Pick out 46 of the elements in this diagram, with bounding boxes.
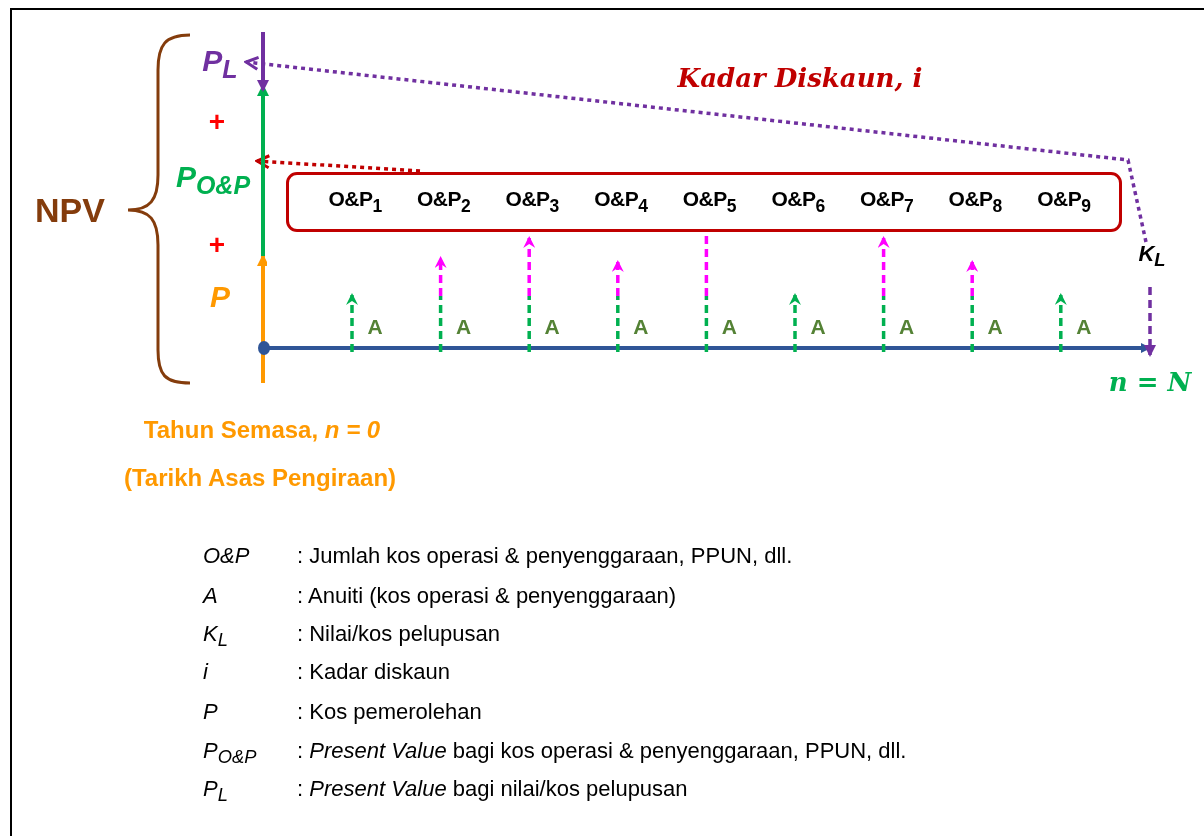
annuity-label: A	[633, 315, 649, 337]
definition-text: : Anuiti (kos operasi & penyenggaraan)	[297, 585, 677, 607]
symbol-text: i	[203, 661, 208, 683]
definition-text: : Present Value bagi kos operasi & penyenggaraan, PPUN, dll.	[297, 740, 907, 762]
annuity-label: A	[367, 315, 383, 337]
cost-text: O&P$_{6}$	[771, 187, 825, 217]
cost-text: O&P$_{7}$	[859, 187, 914, 217]
cost-text: O&P$_{5}$	[682, 187, 736, 217]
rate-label: Kadar Diskaun, i	[677, 65, 923, 91]
annuity-label: A	[456, 315, 472, 337]
annuity-label: A	[810, 315, 826, 337]
cost-text: O&P$_{3}$	[505, 187, 559, 217]
plus-sign: +	[208, 108, 226, 136]
symbol-text: A	[203, 585, 218, 607]
symbol-text: K$_{L}$	[203, 623, 228, 650]
symbol-text: P	[203, 701, 218, 723]
rounded-box	[286, 172, 1122, 232]
cost-text: O&P$_{2}$	[416, 187, 471, 217]
dotted-arrow	[244, 55, 1148, 243]
cost-text: O&P$_{9}$	[1037, 187, 1091, 217]
npv-label: NPV	[35, 193, 105, 227]
symbol-label: P$_{L}$	[202, 46, 238, 82]
period-label: n = N	[1108, 369, 1192, 395]
annuity-label: A	[899, 315, 915, 337]
definition-text: : Present Value bagi nilai/kos pelupusan	[297, 778, 688, 800]
annuity-label: A	[544, 315, 560, 337]
plus-sign: +	[208, 231, 226, 259]
definition-text: : Nilai/kos pelupusan	[297, 623, 500, 645]
definition-text: : Kadar diskaun	[297, 661, 450, 683]
note-label: (Tarikh Asas Pengiraan)	[123, 466, 397, 490]
year-label: Tahun Semasa, n = 0	[143, 418, 381, 442]
symbol-text: P$_{O&P}$	[203, 740, 257, 767]
symbol-label: P	[210, 282, 230, 312]
annuity-label: A	[987, 315, 1003, 337]
dotted-arrow	[255, 154, 421, 173]
cost-text: O&P$_{1}$	[328, 187, 382, 217]
definition-text: : Jumlah kos operasi & penyenggaraan, PPUN, dll.	[297, 545, 793, 567]
symbol-text: P$_{L}$	[203, 778, 228, 805]
symbol-label: P$_{O&P}$	[175, 162, 251, 198]
definition-text: : Kos pemerolehan	[297, 701, 482, 723]
annuity-label: A	[721, 315, 737, 337]
cost-text: O&P$_{4}$	[594, 187, 648, 217]
cost-text: O&P$_{8}$	[948, 187, 1002, 217]
annuity-label: A	[1076, 315, 1092, 337]
symbol-label: K$_{L}$	[1138, 242, 1166, 270]
symbol-text: O&P	[203, 545, 250, 567]
